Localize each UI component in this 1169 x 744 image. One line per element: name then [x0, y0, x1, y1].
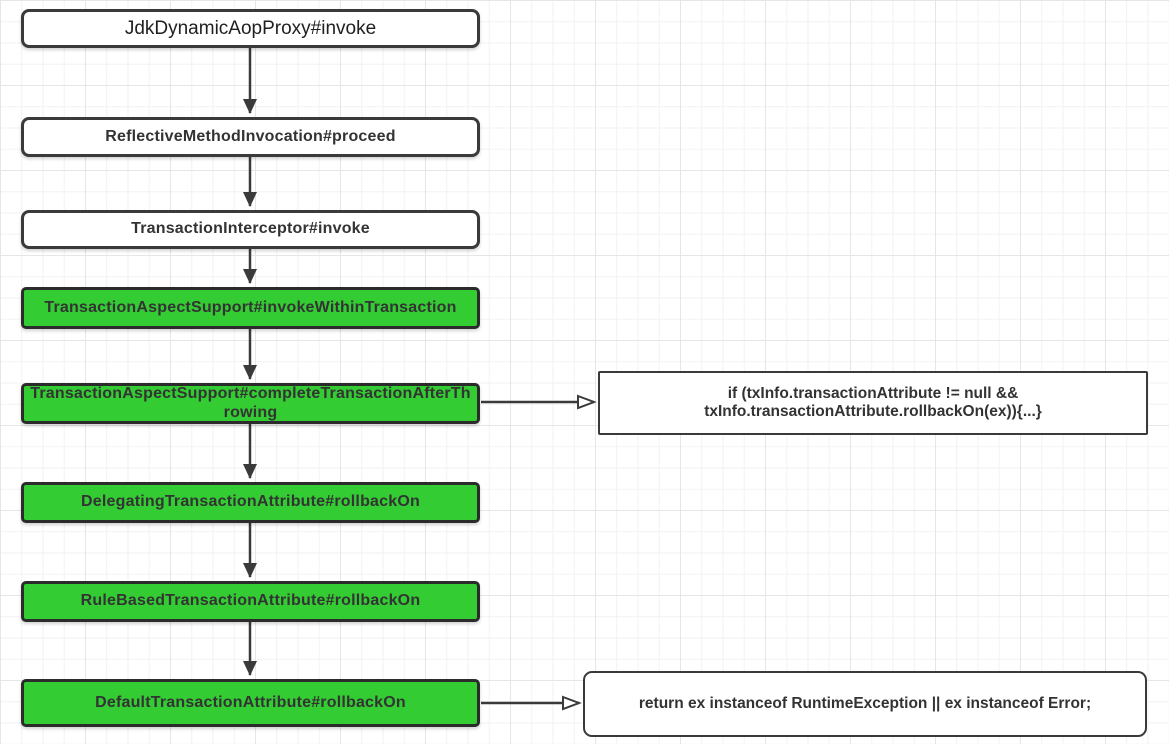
node-rule-based-transaction-attribute-rollback-on: RuleBasedTransactionAttribute#rollbackOn	[21, 581, 480, 622]
node-delegating-transaction-attribute-rollback-on: DelegatingTransactionAttribute#rollbackO…	[21, 482, 480, 523]
annotation-rollback-check-code: if (txInfo.transactionAttribute != null …	[598, 371, 1148, 435]
annotation-rollback-return-code: return ex instanceof RuntimeException ||…	[583, 671, 1147, 737]
node-invoke-within-transaction: TransactionAspectSupport#invokeWithinTra…	[21, 287, 480, 329]
node-jdk-dynamic-aop-proxy-invoke: JdkDynamicAopProxy#invoke	[21, 9, 480, 48]
node-reflective-method-invocation-proceed: ReflectiveMethodInvocation#proceed	[21, 117, 480, 157]
node-transaction-interceptor-invoke: TransactionInterceptor#invoke	[21, 210, 480, 249]
node-complete-transaction-after-throwing: TransactionAspectSupport#completeTransac…	[21, 383, 480, 424]
node-default-transaction-attribute-rollback-on: DefaultTransactionAttribute#rollbackOn	[21, 679, 480, 727]
